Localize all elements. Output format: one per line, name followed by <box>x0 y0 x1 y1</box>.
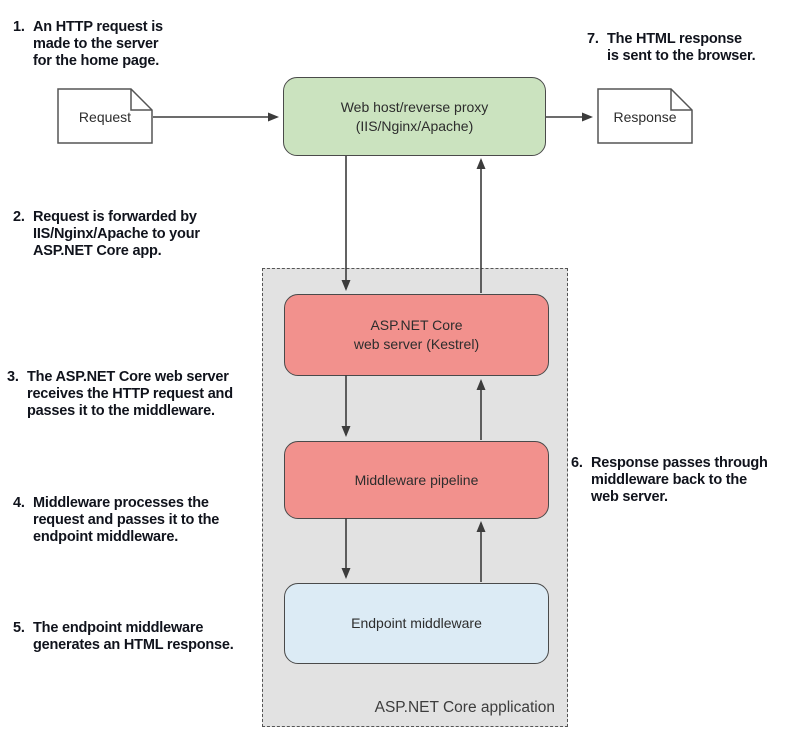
web-host-label: Web host/reverse proxy (IIS/Nginx/Apache… <box>340 98 489 134</box>
annotation-2-number: 2. <box>13 209 25 225</box>
aspnet-core-application-container: ASP.NET Core web server (Kestrel) Middle… <box>262 268 568 727</box>
kestrel-web-server-node: ASP.NET Core web server (Kestrel) <box>284 294 549 376</box>
annotation-3-number: 3. <box>7 369 19 385</box>
document-page-icon <box>597 88 693 144</box>
aspnet-core-application-label: ASP.NET Core application <box>374 699 555 716</box>
web-host-node: Web host/reverse proxy (IIS/Nginx/Apache… <box>283 77 546 156</box>
annotation-3: 3. The ASP.NET Core web server receives … <box>7 369 233 420</box>
middleware-pipeline-node: Middleware pipeline <box>284 441 549 519</box>
annotation-1-text: An HTTP request is made to the server fo… <box>33 19 163 69</box>
kestrel-web-server-label: ASP.NET Core web server (Kestrel) <box>353 317 480 352</box>
response-document-node: Response <box>597 88 693 144</box>
annotation-4-number: 4. <box>13 495 25 511</box>
response-document-label: Response <box>613 109 677 125</box>
endpoint-middleware-node: Endpoint middleware <box>284 583 549 664</box>
annotation-7-text: The HTML response is sent to the browser… <box>607 31 756 64</box>
annotation-1-number: 1. <box>13 19 25 35</box>
annotation-7: 7. The HTML response is sent to the brow… <box>587 31 756 65</box>
annotation-6-number: 6. <box>571 455 583 471</box>
annotation-2: 2. Request is forwarded by IIS/Nginx/Apa… <box>13 209 200 260</box>
annotation-4: 4. Middleware processes the request and … <box>13 495 219 546</box>
request-document-node: Request <box>57 88 153 144</box>
endpoint-middleware-label: Endpoint middleware <box>351 615 482 631</box>
annotation-3-text: The ASP.NET Core web server receives the… <box>27 369 233 419</box>
annotation-5-number: 5. <box>13 620 25 636</box>
annotation-1: 1. An HTTP request is made to the server… <box>13 19 163 70</box>
document-page-icon <box>57 88 153 144</box>
annotation-7-number: 7. <box>587 31 599 47</box>
annotation-6-text: Response passes through middleware back … <box>591 455 768 505</box>
annotation-4-text: Middleware processes the request and pas… <box>33 495 220 545</box>
annotation-5-text: The endpoint middleware generates an HTM… <box>33 620 234 653</box>
middleware-pipeline-label: Middleware pipeline <box>354 471 479 488</box>
annotation-5: 5. The endpoint middleware generates an … <box>13 620 234 654</box>
request-document-label: Request <box>78 109 132 125</box>
annotation-6: 6. Response passes through middleware ba… <box>571 455 768 506</box>
annotation-2-text: Request is forwarded by IIS/Nginx/Apache… <box>33 209 200 259</box>
